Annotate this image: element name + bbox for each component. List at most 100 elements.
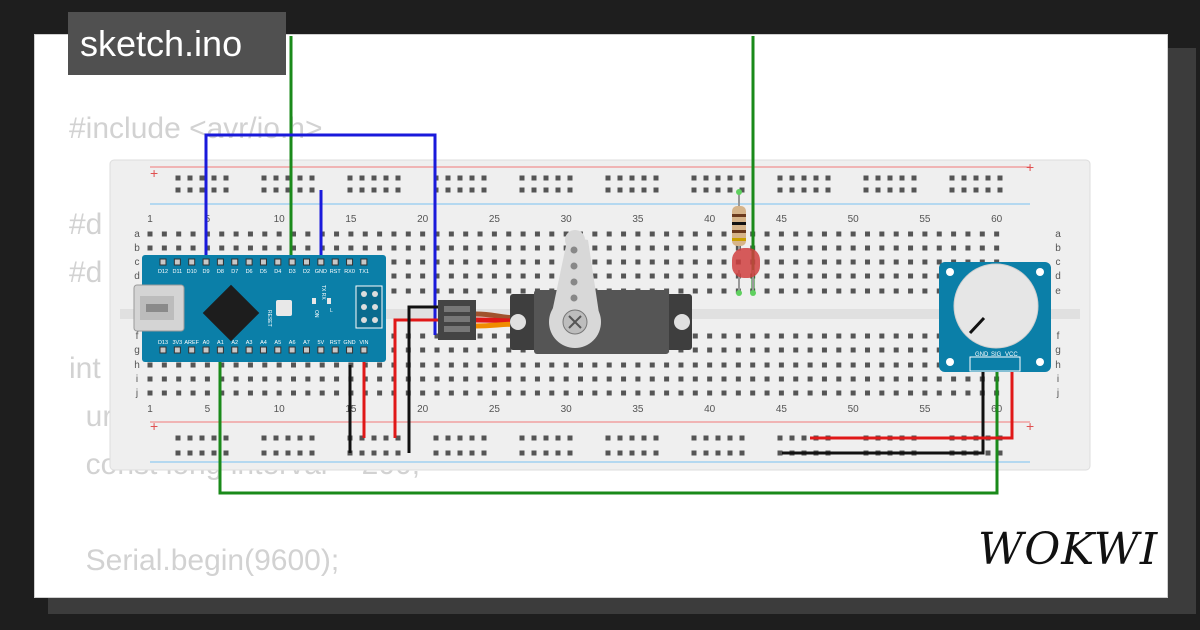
breadboard-hole	[836, 333, 842, 339]
breadboard-hole	[635, 259, 641, 265]
breadboard-hole	[793, 347, 799, 353]
rail-hole	[567, 450, 573, 456]
nano-txrx-label: TX RX	[320, 285, 326, 300]
rail-hole	[629, 450, 635, 456]
breadboard-hole	[477, 347, 483, 353]
breadboard-hole	[491, 362, 497, 368]
breadboard-hole	[965, 390, 971, 396]
breadboard-hole	[735, 390, 741, 396]
breadboard-hole	[721, 288, 727, 294]
rail-hole	[481, 435, 487, 441]
breadboard-hole	[176, 376, 182, 382]
servo-motor[interactable]	[510, 230, 692, 354]
breadboard-hole	[520, 288, 526, 294]
row-letter: h	[134, 360, 140, 371]
rail-hole	[457, 435, 463, 441]
breadboard-hole	[549, 259, 555, 265]
sketch-tab[interactable]: sketch.ino	[68, 12, 286, 75]
breadboard-hole	[922, 376, 928, 382]
breadboard-hole	[233, 231, 239, 237]
rail-hole	[543, 187, 549, 193]
breadboard-hole	[592, 376, 598, 382]
resistor-icon[interactable]	[732, 189, 746, 250]
breadboard-hole	[520, 231, 526, 237]
breadboard-hole	[750, 333, 756, 339]
rail-hole	[985, 175, 991, 181]
row-letter: j	[135, 388, 138, 399]
breadboard-hole	[821, 333, 827, 339]
breadboard-hole	[434, 273, 440, 279]
code-line: #d	[69, 208, 103, 241]
rail-hole	[567, 175, 573, 181]
nano-pin	[346, 346, 354, 354]
breadboard-hole	[147, 390, 153, 396]
breadboard-hole	[922, 390, 928, 396]
breadboard-hole	[649, 245, 655, 251]
breadboard-hole	[491, 245, 497, 251]
rail-hole	[481, 175, 487, 181]
potentiometer[interactable]: GND SIG VCC	[939, 262, 1051, 372]
breadboard-hole	[420, 362, 426, 368]
breadboard-hole	[635, 362, 641, 368]
led-icon[interactable]	[732, 248, 760, 296]
rail-hole	[175, 175, 181, 181]
breadboard-hole	[807, 231, 813, 237]
breadboard-hole	[707, 390, 713, 396]
rail-hole	[445, 187, 451, 193]
breadboard-hole	[448, 259, 454, 265]
rail-hole	[211, 450, 217, 456]
rail-hole	[605, 450, 611, 456]
breadboard-hole	[951, 245, 957, 251]
breadboard-hole	[305, 245, 311, 251]
nano-pin	[202, 258, 210, 266]
breadboard-hole	[893, 333, 899, 339]
breadboard-hole	[865, 376, 870, 382]
plus-label-tl: +	[150, 165, 158, 181]
breadboard-hole	[348, 245, 354, 251]
nano-pin-label: D4	[274, 269, 281, 275]
rail-hole	[727, 435, 733, 441]
breadboard-hole	[908, 231, 914, 237]
breadboard-hole	[219, 390, 225, 396]
breadboard-hole	[865, 231, 870, 237]
nano-pin	[288, 346, 296, 354]
column-number: 30	[561, 214, 573, 225]
nano-pin	[188, 258, 196, 266]
breadboard-hole	[549, 390, 555, 396]
reset-button[interactable]	[276, 300, 292, 316]
wire-green-a1	[218, 350, 999, 495]
column-number: 55	[919, 214, 931, 225]
breadboard-hole	[434, 245, 440, 251]
rail-hole	[863, 175, 869, 181]
breadboard-hole	[778, 347, 784, 353]
breadboard-hole	[936, 231, 942, 237]
column-number: 55	[919, 404, 931, 415]
rail-hole	[727, 175, 733, 181]
rail-hole	[555, 187, 561, 193]
plus-label-br: +	[1026, 418, 1034, 434]
rail-hole	[457, 175, 463, 181]
breadboard-hole	[463, 245, 469, 251]
breadboard-hole	[692, 288, 698, 294]
nano-pin	[331, 346, 339, 354]
rail-hole	[531, 435, 537, 441]
rail-hole	[997, 175, 1003, 181]
nano-pin	[317, 258, 325, 266]
breadboard-hole	[821, 347, 827, 353]
rail-hole	[395, 435, 401, 441]
breadboard-hole	[793, 376, 799, 382]
breadboard-hole	[319, 376, 325, 382]
breadboard-hole	[936, 245, 942, 251]
breadboard-hole	[865, 362, 870, 368]
rail-hole	[273, 175, 279, 181]
rail-hole	[395, 175, 401, 181]
rail-hole	[899, 187, 905, 193]
knob-icon[interactable]	[953, 263, 1039, 349]
breadboard-hole	[491, 347, 497, 353]
row-letter: e	[1055, 286, 1061, 297]
breadboard-hole	[621, 259, 627, 265]
plus-label-bl: +	[150, 418, 158, 434]
nano-pin-label: RX0	[344, 269, 355, 275]
rail-hole	[801, 187, 807, 193]
